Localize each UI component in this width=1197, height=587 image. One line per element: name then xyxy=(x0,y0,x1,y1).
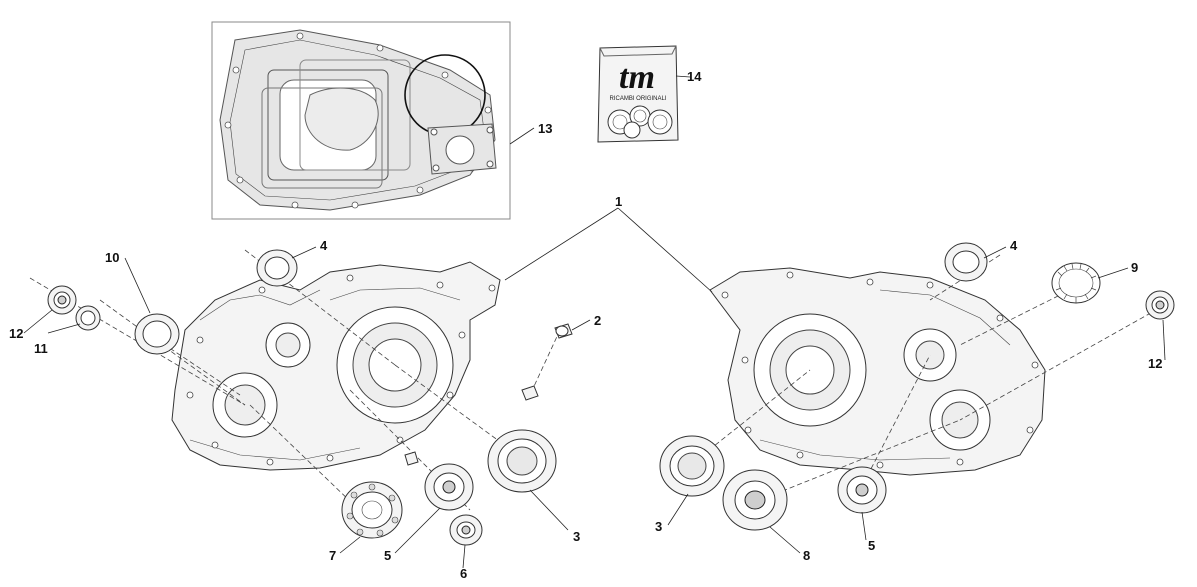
callout-9: 9 xyxy=(1131,260,1138,275)
callout-1: 1 xyxy=(615,194,622,209)
callout-11: 11 xyxy=(34,341,48,356)
callout-12-left: 12 xyxy=(9,326,23,341)
callout-4-left: 4 xyxy=(320,238,328,253)
callout-3-left: 3 xyxy=(573,529,580,544)
callout-14: 14 xyxy=(687,69,702,84)
callout-6: 6 xyxy=(460,566,467,581)
gasket-kit-box xyxy=(211,21,511,220)
callout-10: 10 xyxy=(105,250,119,265)
crankcase-left-half xyxy=(171,261,501,471)
callout-3-right: 3 xyxy=(655,519,662,534)
leader-lines xyxy=(23,75,1166,569)
callout-4-right: 4 xyxy=(1010,238,1018,253)
callout-13: 13 xyxy=(538,121,552,136)
callout-12-right: 12 xyxy=(1148,356,1162,371)
gasket-kit-bag: tm RICAMBI ORIGINALI xyxy=(597,45,679,143)
loose-parts xyxy=(47,242,1175,546)
kit-bag-logo: tm xyxy=(619,59,655,96)
callout-8: 8 xyxy=(803,548,810,563)
crankcase-right-half xyxy=(709,267,1046,476)
kit-bag-caption: RICAMBI ORIGINALI xyxy=(609,96,666,102)
callout-7: 7 xyxy=(329,548,336,563)
callout-5-right: 5 xyxy=(868,538,875,553)
callout-labels: 1 2 3 3 4 4 5 5 6 7 8 9 10 11 12 12 13 1… xyxy=(9,69,1162,581)
callout-5-left: 5 xyxy=(384,548,391,563)
callout-2: 2 xyxy=(594,313,601,328)
